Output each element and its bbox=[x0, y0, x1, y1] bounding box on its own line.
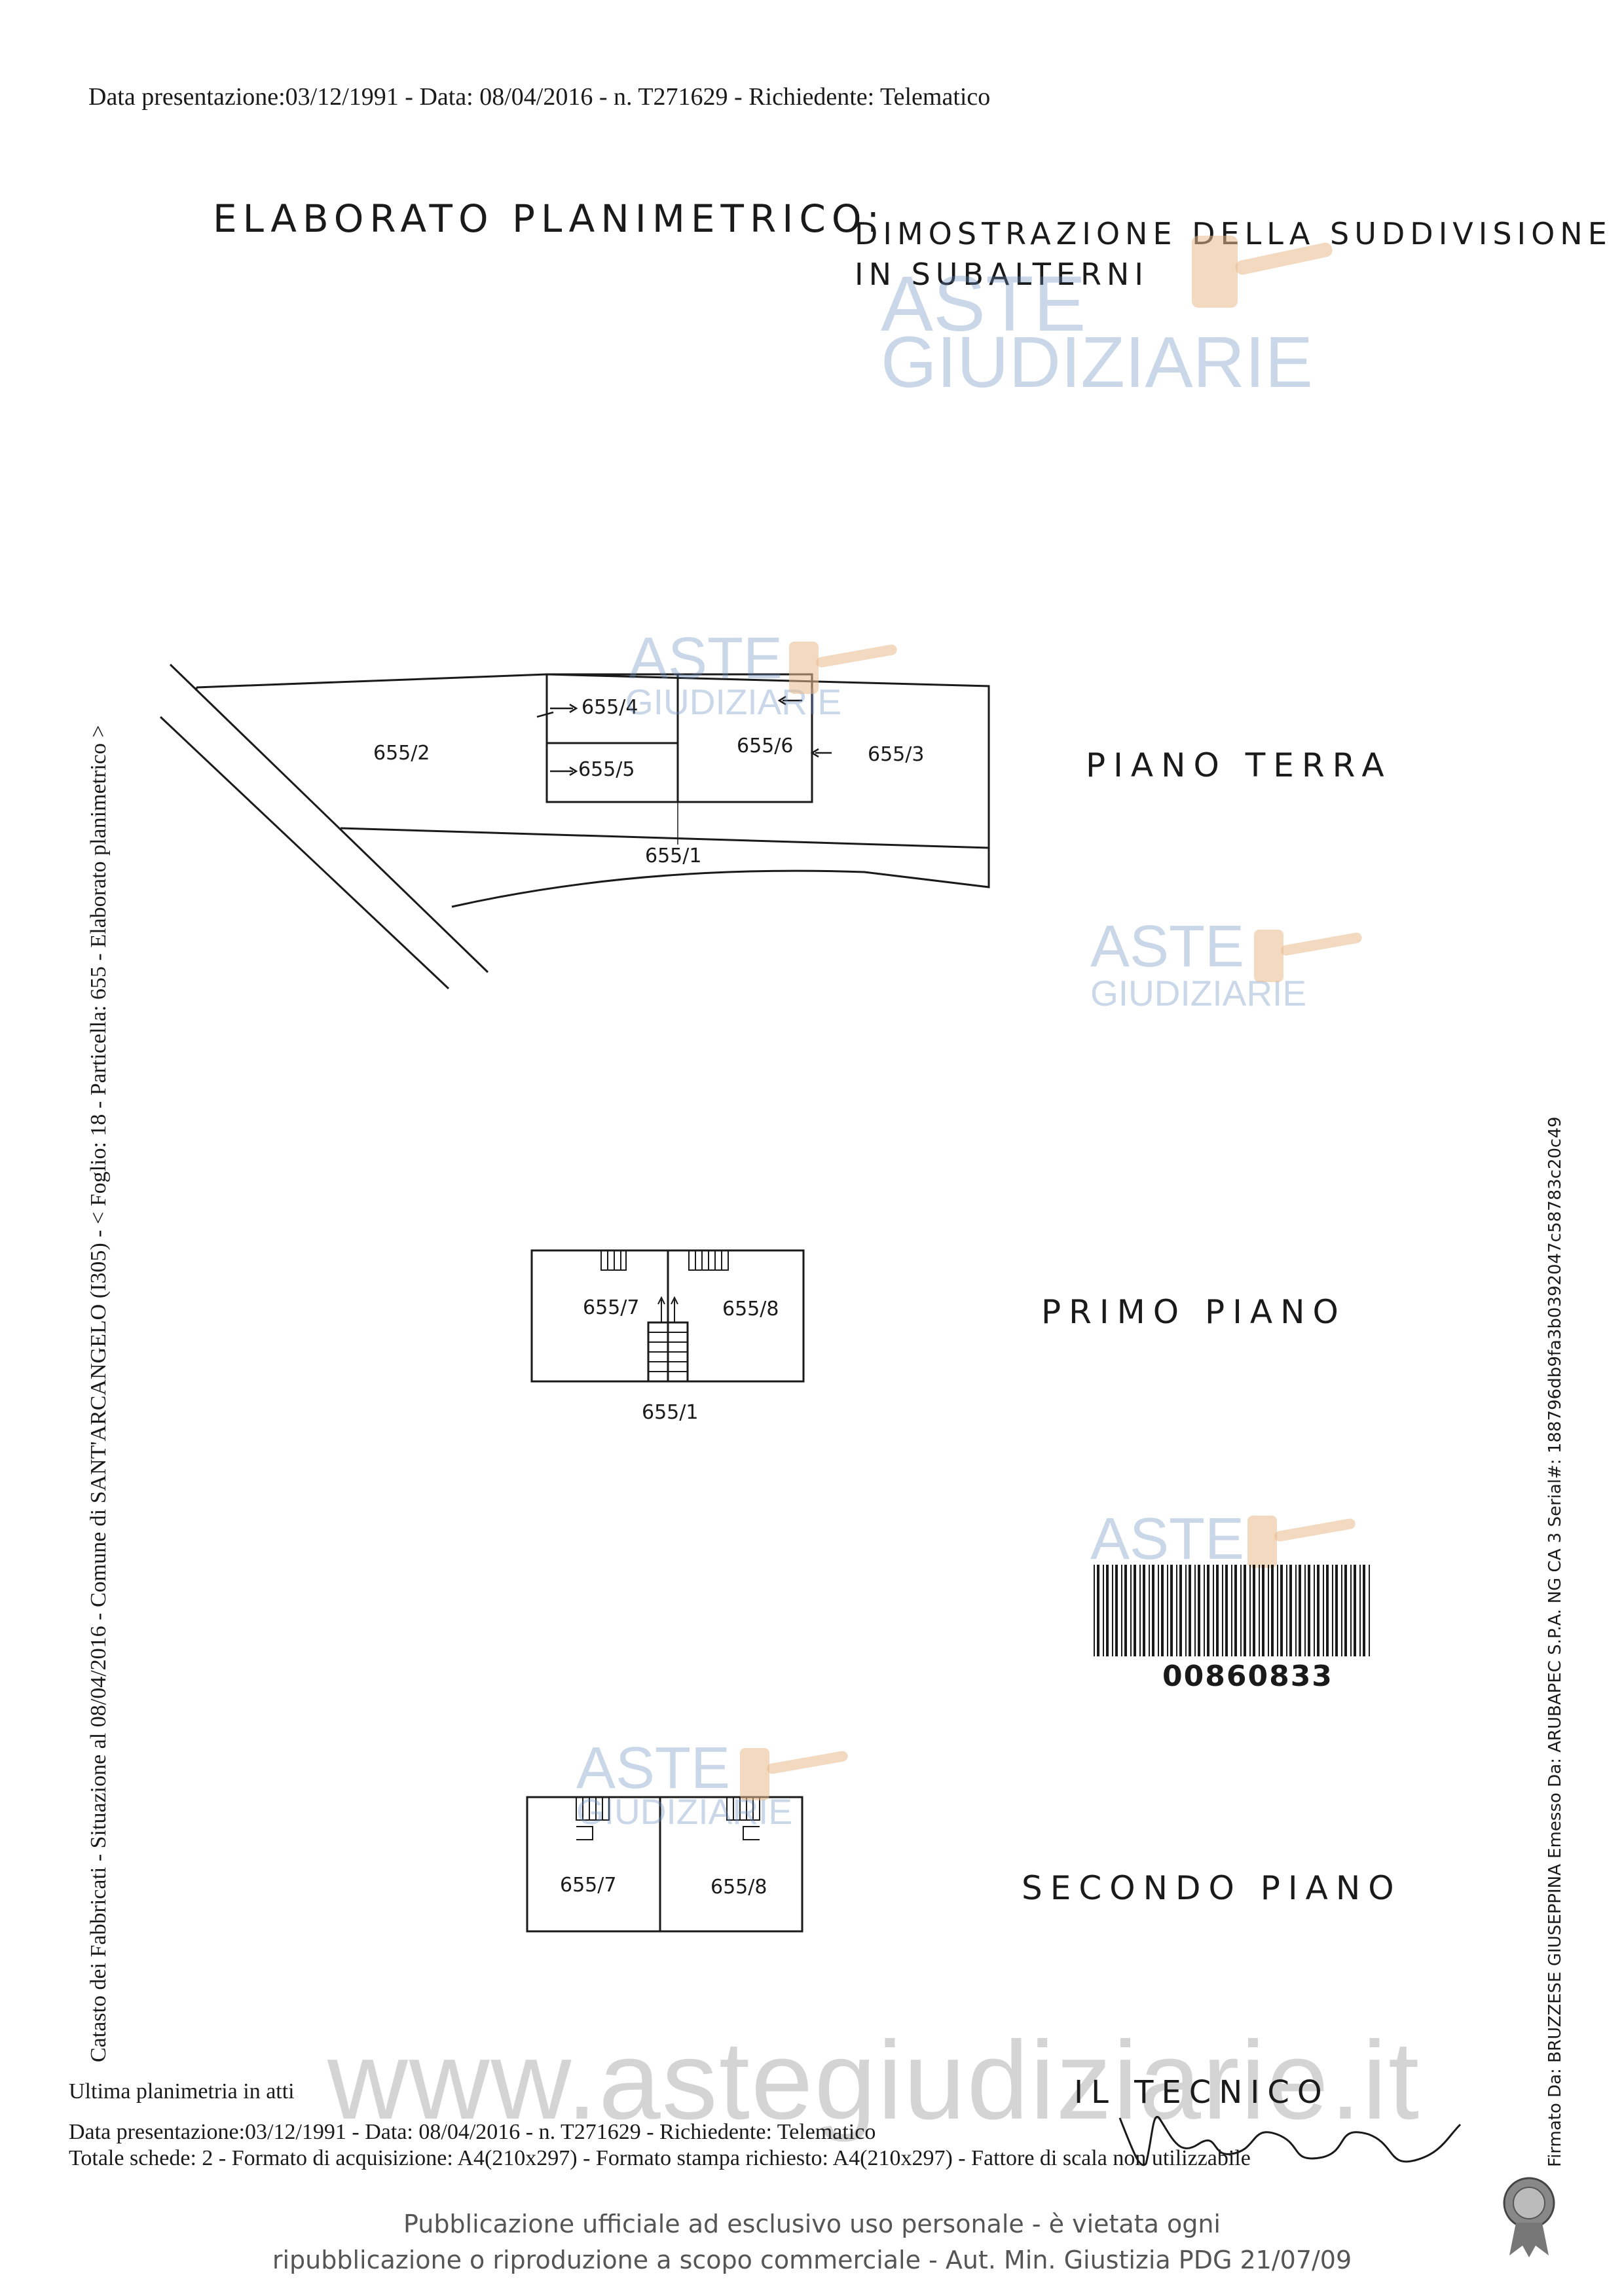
tecnico-label: IL TECNICO bbox=[1074, 2074, 1330, 2111]
watermark-aste-1: ASTE bbox=[629, 626, 783, 691]
unit-label-655-6: 655/6 bbox=[737, 735, 794, 757]
footer-format: Totale schede: 2 - Formato di acquisizio… bbox=[69, 2146, 1251, 2170]
web-watermark: www.astegiudiziarie.it bbox=[327, 2018, 1421, 2143]
side-text-cadastre: Catasto dei Fabbricati - Situazione al 0… bbox=[86, 725, 111, 2062]
unit-label-655-2: 655/2 bbox=[373, 742, 430, 765]
publication-notice-2: ripubblicazione o riproduzione a scopo c… bbox=[272, 2246, 1352, 2274]
second-floor-plan bbox=[526, 1796, 803, 1933]
watermark-aste-4: ASTE bbox=[576, 1736, 731, 1801]
unit-label-second-655-7: 655/7 bbox=[560, 1874, 617, 1897]
floor-label-primo: PRIMO PIANO bbox=[1041, 1293, 1346, 1331]
footer-presentation: Data presentazione:03/12/1991 - Data: 08… bbox=[69, 2120, 876, 2144]
publication-notice-1: Pubblicazione ufficiale ad esclusivo uso… bbox=[403, 2210, 1221, 2238]
watermark-aste-3: ASTE bbox=[1090, 1506, 1245, 1572]
footer-last-plan: Ultima planimetria in atti bbox=[69, 2079, 295, 2104]
gavel-icon bbox=[789, 642, 897, 694]
unit-label-655-5: 655/5 bbox=[578, 758, 635, 781]
side-text-signature: Firmato Da: BRUZZESE GIUSEPPINA Emesso D… bbox=[1545, 1116, 1565, 2167]
seal-icon bbox=[1503, 2177, 1555, 2257]
watermark-giudiziarie-top: GIUDIZIARIE bbox=[881, 322, 1314, 403]
watermark-aste-top: ASTE bbox=[881, 260, 1086, 348]
unit-label-655-4: 655/4 bbox=[581, 696, 638, 719]
document-subtitle-2: IN SUBALTERNI bbox=[855, 257, 1149, 292]
gavel-icon bbox=[1192, 236, 1333, 308]
ground-floor-plan bbox=[159, 663, 990, 990]
unit-label-first-655-8: 655/8 bbox=[722, 1298, 779, 1321]
header-line: Data presentazione:03/12/1991 - Data: 08… bbox=[88, 83, 991, 111]
barcode-number: 00860833 bbox=[1162, 1660, 1333, 1693]
floor-label-secondo: SECONDO PIANO bbox=[1022, 1869, 1402, 1907]
document-title: ELABORATO PLANIMETRICO: bbox=[213, 196, 886, 241]
unit-label-first-655-1: 655/1 bbox=[642, 1401, 699, 1424]
unit-label-655-1: 655/1 bbox=[645, 845, 702, 867]
barcode-icon bbox=[1094, 1565, 1370, 1656]
gavel-icon bbox=[1247, 1516, 1356, 1568]
unit-label-second-655-8: 655/8 bbox=[710, 1876, 767, 1899]
floor-label-terra: PIANO TERRA bbox=[1086, 746, 1392, 784]
gavel-icon bbox=[1254, 930, 1362, 982]
signature bbox=[1118, 2115, 1462, 2166]
first-floor-plan bbox=[530, 1249, 805, 1383]
gavel-icon bbox=[740, 1748, 848, 1800]
watermark-aste-2: ASTE bbox=[1090, 914, 1245, 979]
unit-label-655-3: 655/3 bbox=[868, 743, 925, 766]
unit-label-first-655-7: 655/7 bbox=[583, 1296, 640, 1319]
